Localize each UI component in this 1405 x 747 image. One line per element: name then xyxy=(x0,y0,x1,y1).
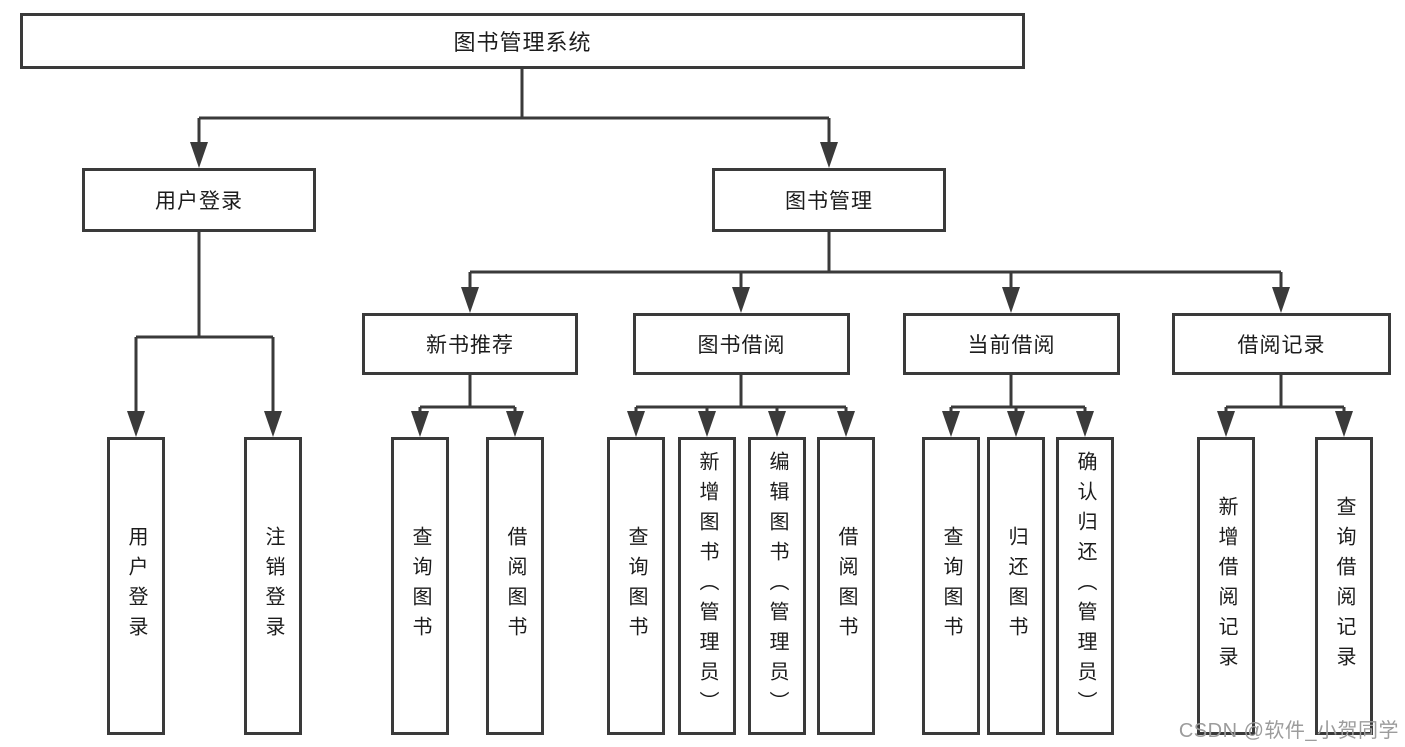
node-label: 查询图书 xyxy=(625,526,647,646)
node-label: 当前借阅 xyxy=(967,334,1056,357)
node-label: 编辑图书（管理员） xyxy=(766,451,788,721)
node-label: 新增借阅记录 xyxy=(1215,496,1237,676)
node-user-login: 用户登录 xyxy=(82,168,316,232)
leaf-confirm-return-admin: 确认归还（管理员） xyxy=(1056,437,1114,735)
node-label: 注销登录 xyxy=(262,526,284,646)
leaf-query-books-recommend: 查询图书 xyxy=(391,437,449,735)
node-label: 图书管理系统 xyxy=(453,30,592,55)
arrowhead xyxy=(837,411,855,437)
leaf-edit-books-admin: 编辑图书（管理员） xyxy=(748,437,806,735)
node-new-book-recommend: 新书推荐 xyxy=(362,313,578,375)
node-label: 新增图书（管理员） xyxy=(696,451,718,721)
node-label: 查询借阅记录 xyxy=(1333,496,1355,676)
node-label: 归还图书 xyxy=(1005,526,1027,646)
arrowhead xyxy=(411,411,429,437)
node-book-borrowing: 图书借阅 xyxy=(633,313,850,375)
leaf-query-borrow-record: 查询借阅记录 xyxy=(1315,437,1373,735)
arrowhead xyxy=(768,411,786,437)
arrowhead xyxy=(506,411,524,437)
arrowhead xyxy=(1272,287,1290,313)
leaf-logout: 注销登录 xyxy=(244,437,302,735)
arrowhead xyxy=(127,411,145,437)
arrowhead xyxy=(732,287,750,313)
arrowhead xyxy=(820,142,838,168)
arrowhead xyxy=(627,411,645,437)
node-label: 图书管理 xyxy=(785,190,873,213)
leaf-user-login: 用户登录 xyxy=(107,437,165,735)
leaf-add-borrow-record: 新增借阅记录 xyxy=(1197,437,1255,735)
node-label: 查询图书 xyxy=(409,526,431,646)
csdn-watermark: CSDN @软件_小贺同学 xyxy=(1178,720,1399,742)
leaf-query-books-current: 查询图书 xyxy=(922,437,980,735)
arrowhead xyxy=(1335,411,1353,437)
node-label: 借阅图书 xyxy=(504,526,526,646)
node-label: 查询图书 xyxy=(940,526,962,646)
connector-lines xyxy=(134,69,1346,413)
node-label: 新书推荐 xyxy=(426,334,514,357)
node-root-system: 图书管理系统 xyxy=(20,13,1025,69)
node-book-management: 图书管理 xyxy=(712,168,946,232)
node-label: 图书借阅 xyxy=(697,334,786,357)
arrowhead xyxy=(264,411,282,437)
leaf-borrow-books-recommend: 借阅图书 xyxy=(486,437,544,735)
node-label: 用户登录 xyxy=(125,526,147,646)
arrowhead xyxy=(1217,411,1235,437)
node-label: 确认归还（管理员） xyxy=(1074,451,1096,721)
arrowheads xyxy=(127,142,1353,437)
node-label: 用户登录 xyxy=(155,190,243,213)
node-label: 借阅图书 xyxy=(835,526,857,646)
arrowhead xyxy=(1076,411,1094,437)
leaf-query-books-borrowing: 查询图书 xyxy=(607,437,665,735)
leaf-add-books-admin: 新增图书（管理员） xyxy=(678,437,736,735)
leaf-borrow-books: 借阅图书 xyxy=(817,437,875,735)
leaf-return-books: 归还图书 xyxy=(987,437,1045,735)
arrowhead xyxy=(942,411,960,437)
arrowhead xyxy=(698,411,716,437)
node-label: 借阅记录 xyxy=(1237,334,1326,357)
node-current-borrowing: 当前借阅 xyxy=(903,313,1120,375)
arrowhead xyxy=(1002,287,1020,313)
arrowhead xyxy=(461,287,479,313)
arrowhead xyxy=(190,142,208,168)
arrowhead xyxy=(1007,411,1025,437)
node-borrowing-records: 借阅记录 xyxy=(1172,313,1391,375)
